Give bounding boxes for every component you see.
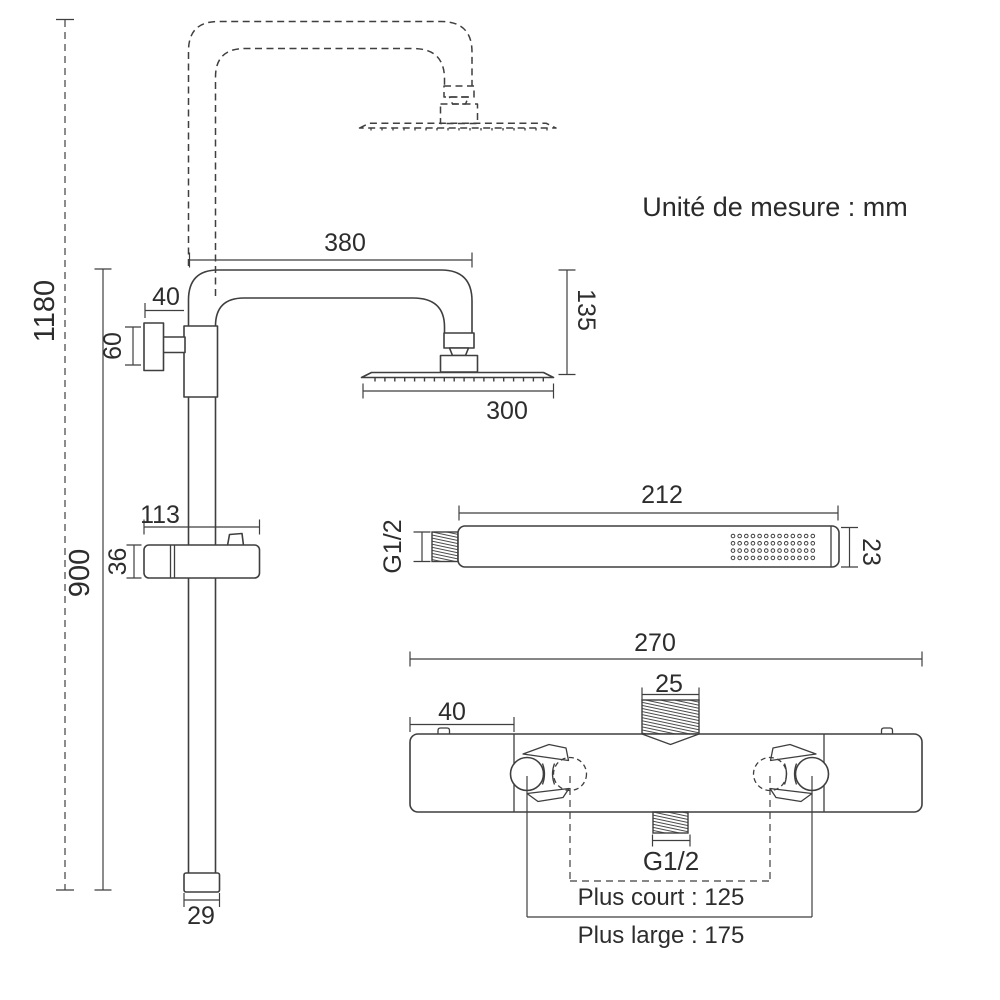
dim-arm-reach: 380 <box>324 229 366 257</box>
dim-line-mixer-end-offset <box>409 717 515 732</box>
measurement-unit-note: Unité de mesure : mm <box>642 192 908 222</box>
dim-line-outlet-thread <box>651 834 691 847</box>
dim-line-pole-end <box>183 893 221 907</box>
pole-lines <box>187 397 217 873</box>
ghost-head-base <box>439 103 479 125</box>
left-handle-bottom-blade <box>526 787 570 803</box>
dim-head-drop: 135 <box>572 289 600 331</box>
dim-head-width: 300 <box>486 397 528 425</box>
rain-shower-head <box>360 332 555 382</box>
outlet-thread <box>652 811 689 834</box>
head-connector <box>443 332 475 349</box>
handshower-thread-label: G1/2 <box>379 519 407 573</box>
spray-dots <box>730 533 816 561</box>
dim-line-head-drop <box>558 269 576 376</box>
dim-line-slider-height <box>126 544 142 579</box>
dim-bracket-height: 60 <box>99 332 127 360</box>
head-ball-joint <box>448 347 470 357</box>
left-handle-waist <box>541 763 556 785</box>
pole-end-cap <box>183 872 221 893</box>
mixer-right-tab <box>880 727 894 734</box>
dim-total-height: 1180 <box>29 280 61 342</box>
bottom-outlet-connector: G1/2 <box>643 811 699 876</box>
dim-mixer-inlet: 25 <box>655 670 683 698</box>
dim-slider-width: 113 <box>140 501 180 529</box>
inlet-collar-notch <box>641 733 700 746</box>
dim-mixer-width: 270 <box>634 629 676 657</box>
arm-outer-edge <box>187 269 473 333</box>
pole-sleeve <box>183 325 219 398</box>
dim-line-slider-width <box>143 519 261 535</box>
span-short-lines <box>569 776 771 882</box>
ghost-ball-joint <box>448 96 470 105</box>
dim-pole-end-diameter: 29 <box>187 902 215 930</box>
riser-pole <box>183 397 221 893</box>
dim-line-mixer-width <box>409 651 923 667</box>
ghost-arm-outer <box>187 20 473 266</box>
wall-plate <box>143 322 165 372</box>
handle-span-short-label: Plus court : 125 <box>578 884 745 911</box>
dim-ticks-bar-height <box>94 268 112 891</box>
ghost-arm-inner <box>214 47 446 296</box>
slider-body <box>143 544 261 579</box>
inlet-thread <box>641 699 700 735</box>
column-dimensions: 1180 900 380 40 60 135 300 113 36 29 <box>29 18 600 930</box>
left-handle-top-blade <box>522 743 570 762</box>
right-handle-top-blade <box>769 743 817 762</box>
handle-span-wide-label: Plus large : 175 <box>578 922 745 949</box>
ghost-head-connector <box>443 85 475 98</box>
slider-joint-lines <box>169 545 176 578</box>
head-base-block <box>439 354 479 373</box>
handle-span-dimensions: Plus court : 125 Plus large : 175 <box>526 776 813 949</box>
dim-line-arm-reach <box>188 252 473 268</box>
dim-handshower-diameter: 23 <box>857 538 885 566</box>
dim-ticks-total-height <box>56 18 74 891</box>
dim-mixer-end-offset: 40 <box>438 698 466 726</box>
hand-shower-drawing: G1/2 212 23 <box>379 481 885 574</box>
dim-line-handshower-thread <box>413 531 431 563</box>
dim-line-handshower-diameter <box>841 526 858 568</box>
shower-arm <box>187 269 473 333</box>
bracket-connector <box>162 336 186 354</box>
mixer-body <box>409 733 923 813</box>
raised-position-ghost <box>187 20 557 296</box>
dim-wall-offset: 40 <box>152 283 180 311</box>
ghost-head-plate <box>358 122 557 129</box>
wall-bracket <box>143 322 219 398</box>
ghost-head-nozzles <box>370 128 548 133</box>
slider-lock-tab <box>226 532 245 547</box>
slider-bracket <box>143 532 261 579</box>
handshower-body <box>457 525 840 568</box>
dim-slider-height: 36 <box>104 548 132 576</box>
dim-line-bracket-height <box>125 326 141 366</box>
dim-line-head-width <box>362 383 555 399</box>
span-wide-lines <box>526 776 813 918</box>
dim-line-mixer-inlet <box>641 687 700 701</box>
dim-bar-height: 900 <box>64 549 96 597</box>
right-handle-bottom-blade <box>769 787 813 803</box>
dim-line-wall-offset <box>144 303 184 318</box>
right-handle <box>752 743 830 803</box>
head-plate <box>360 371 555 379</box>
head-nozzles <box>374 377 544 382</box>
handshower-thread <box>431 531 459 563</box>
mixer-outlet-thread-label: G1/2 <box>643 846 699 876</box>
arm-inner-edge <box>214 297 446 333</box>
dim-line-handshower-length <box>458 505 839 521</box>
mixer-left-tab <box>437 727 451 734</box>
left-handle <box>509 743 588 803</box>
dim-handshower-length: 212 <box>641 481 683 509</box>
shower-column-drawing: 1180 900 380 40 60 135 300 113 36 29 <box>29 18 600 930</box>
top-inlet-connector <box>641 699 700 735</box>
mixer-valve-drawing: 270 25 40 <box>409 629 923 949</box>
